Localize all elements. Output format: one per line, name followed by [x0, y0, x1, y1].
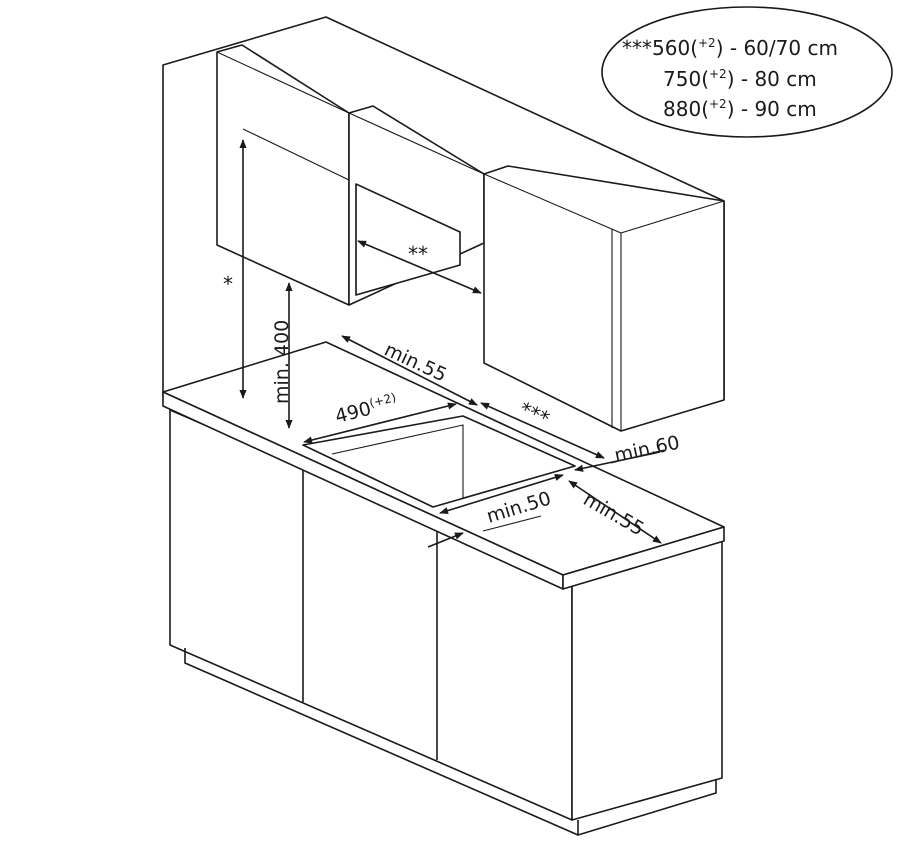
legend-row-1: ***560(+2) - 60/70 cm	[622, 36, 838, 60]
wall-cabinet-right	[483, 165, 725, 432]
wall-cabinet-left	[216, 44, 350, 306]
legend-row-3: 880(+2) - 90 cm	[663, 97, 817, 121]
base-cabinets	[169, 409, 723, 836]
dimension-lines	[239, 139, 665, 548]
legend-row-2: 750(+2) - 80 cm	[663, 67, 817, 91]
star-label: *	[223, 272, 233, 296]
min-400-label: min. 400	[271, 320, 293, 404]
min-60-label: min.60	[612, 432, 681, 467]
size-legend: ***560(+2) - 60/70 cm 750(+2) - 80 cm 88…	[601, 6, 893, 138]
wall-cabinet-middle	[348, 105, 485, 306]
triple-star-label: ***	[516, 397, 553, 431]
double-star-label: **	[408, 242, 428, 266]
